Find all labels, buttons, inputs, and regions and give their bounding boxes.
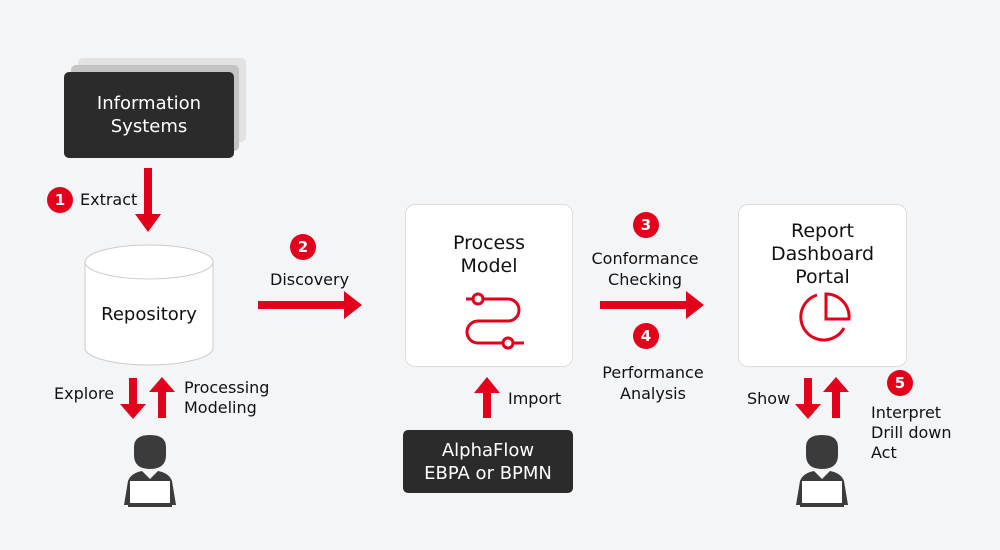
performance-label: Performance	[602, 363, 704, 382]
repository-label: Repository	[101, 304, 197, 325]
info-line1: Information	[96, 93, 202, 114]
arrow-up-interpret	[823, 377, 849, 418]
report-line1: Report	[791, 220, 854, 242]
explore-label: Explore	[54, 384, 115, 403]
conformance-label: Conformance	[591, 249, 699, 268]
process-line1: Process	[452, 232, 526, 254]
interpret-label: Interpret	[871, 403, 942, 422]
step-3-badge: 3	[633, 212, 659, 238]
arrow-up-processing	[149, 377, 175, 418]
step-5-badge: 5	[887, 370, 913, 396]
report-line2: Dashboard	[770, 243, 875, 265]
arrow-right-conformance	[600, 291, 704, 319]
user-icon-right	[796, 435, 848, 507]
processing-label: Processing	[184, 378, 270, 397]
process-model-card: Process Model	[405, 204, 573, 367]
arrow-down-explore	[120, 378, 146, 419]
step-1-badge: 1	[47, 187, 73, 213]
info-line2: Systems	[110, 116, 188, 137]
route-icon	[465, 292, 524, 350]
arrow-right-discovery	[258, 291, 362, 319]
process-line2: Model	[460, 255, 518, 277]
arrow-up-import	[474, 377, 500, 418]
alphaflow-line2: EBPA or BPMN	[424, 462, 552, 484]
step-2-badge: 2	[290, 234, 316, 260]
alphaflow-box: AlphaFlow EBPA or BPMN	[403, 430, 573, 493]
arrow-down-show	[795, 378, 821, 419]
arrow-down-extract	[135, 168, 161, 232]
discovery-label: Discovery	[270, 270, 350, 289]
extract-label: Extract	[80, 190, 138, 209]
modeling-label: Modeling	[184, 398, 257, 417]
report-card: Report Dashboard Portal	[738, 204, 907, 367]
show-label: Show	[747, 389, 791, 408]
analysis-label: Analysis	[620, 384, 686, 403]
drill-down-label: Drill down	[871, 423, 952, 442]
import-label: Import	[508, 389, 562, 408]
act-label: Act	[871, 443, 897, 462]
report-line3: Portal	[795, 266, 850, 288]
step-4-badge: 4	[633, 323, 659, 349]
information-systems-box: Information Systems	[64, 72, 234, 158]
alphaflow-line1: AlphaFlow	[441, 439, 535, 461]
pie-chart-icon	[799, 292, 851, 342]
user-icon-left	[124, 435, 176, 507]
checking-label: Checking	[608, 270, 682, 289]
repository-cylinder	[84, 244, 214, 366]
